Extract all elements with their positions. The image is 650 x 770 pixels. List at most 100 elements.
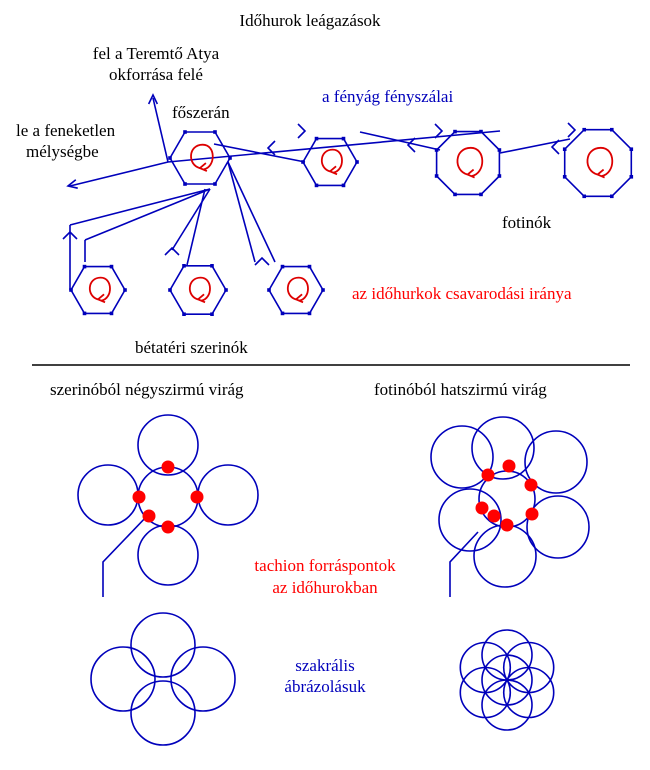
hex-serino-2-vertex bbox=[210, 312, 214, 316]
branch-down-line bbox=[69, 161, 169, 187]
label-sacral-line1: szakrális bbox=[295, 656, 355, 675]
six-petal-flower bbox=[430, 416, 590, 588]
hex-main-strand-vertex bbox=[213, 130, 217, 134]
hex-serino-1-vertex bbox=[123, 288, 127, 292]
petal-6-3 bbox=[526, 495, 590, 559]
hex-light-1-vertex bbox=[355, 160, 359, 164]
oct-photino-2-vertex bbox=[610, 194, 614, 199]
sacral-4-circle-3 bbox=[170, 646, 236, 712]
flower6-stem bbox=[449, 531, 479, 597]
sacral-6-circle-6 bbox=[502, 641, 555, 694]
chevron-return-1 bbox=[266, 140, 276, 156]
diagram-title: Időhurok leágazások bbox=[239, 11, 381, 30]
spiral-light-1-arrowhead bbox=[328, 165, 338, 176]
label-sacral-line2: ábrázolásuk bbox=[284, 677, 366, 696]
tachyon-point-6-3 bbox=[524, 478, 538, 492]
polygon-vertices bbox=[69, 127, 634, 316]
oct-photino-1-vertex bbox=[453, 129, 457, 134]
sacral-4-circle-4 bbox=[130, 680, 196, 746]
spiral-photino-1-arrowhead bbox=[465, 168, 475, 179]
oct-photino-1-vertex bbox=[497, 148, 502, 152]
tachyon-point-4-1 bbox=[161, 460, 175, 474]
oct-photino-2-vertex bbox=[582, 127, 586, 132]
tachyon-point-6-5 bbox=[500, 518, 514, 532]
spiral-serino-1-arrowhead bbox=[96, 293, 106, 304]
hex-serino-1-vertex bbox=[109, 264, 114, 269]
spiral-serino-3 bbox=[286, 276, 309, 302]
tachyon-point-4-5 bbox=[161, 520, 175, 534]
label-twist-direction: az időhurkok csavarodási iránya bbox=[352, 284, 572, 303]
branch-ring3-to-ring4 bbox=[499, 138, 571, 154]
petal-4-3 bbox=[197, 464, 259, 526]
tachyon-point-6-1 bbox=[481, 468, 495, 482]
hex-light-1-vertex bbox=[341, 183, 346, 188]
fan-line-6 bbox=[227, 161, 256, 263]
spiral-light-1 bbox=[320, 148, 343, 174]
hex-serino-2-vertex bbox=[224, 288, 228, 292]
tachyon-point-6-4 bbox=[525, 507, 539, 521]
tachyon-point-6-2 bbox=[502, 459, 516, 473]
hex-serino-3-vertex bbox=[307, 264, 312, 269]
spiral-serino-2 bbox=[188, 276, 211, 302]
chevron-return-2 bbox=[406, 137, 416, 153]
oct-photino-2-vertex bbox=[562, 175, 567, 179]
fan-line-1 bbox=[84, 188, 211, 241]
spiral-serino-2-arrowhead bbox=[196, 293, 206, 304]
hex-serino-3 bbox=[268, 265, 324, 315]
hex-main-strand-vertex bbox=[213, 182, 217, 186]
hex-main-strand-vertex bbox=[183, 130, 187, 134]
hex-light-1-vertex bbox=[301, 160, 305, 164]
fan-line-2 bbox=[69, 188, 211, 226]
oct-photino-2-vertex bbox=[610, 127, 614, 132]
spiral-main-strand-arrowhead bbox=[198, 162, 208, 172]
direction-arrows bbox=[62, 93, 577, 266]
oct-photino-1-vertex bbox=[434, 148, 439, 152]
spiral-serino-1 bbox=[88, 276, 111, 302]
oct-photino-2-vertex bbox=[582, 194, 586, 199]
sacral-4-circle-1 bbox=[130, 612, 196, 678]
hex-serino-3-vertex bbox=[307, 311, 312, 316]
chevron-fan-left bbox=[62, 230, 78, 240]
petal-6-4 bbox=[473, 524, 537, 588]
tachyon-point-6-6 bbox=[487, 509, 501, 523]
hex-serino-2-vertex bbox=[210, 264, 214, 268]
branch-to-hex2 bbox=[213, 143, 306, 163]
label-main-strand: főszerán bbox=[172, 103, 230, 122]
hex-serino-3-vertex bbox=[267, 288, 271, 292]
hex-serino-3-vertex bbox=[280, 264, 285, 269]
label-betatric-serinos: bétatéri szerinók bbox=[135, 338, 248, 357]
twist-direction-spirals bbox=[88, 143, 614, 304]
flower4-stem bbox=[102, 514, 149, 597]
fan-line-5 bbox=[227, 161, 276, 263]
hex-serino-3-vertex bbox=[280, 311, 285, 316]
sacral-4-circle-2 bbox=[90, 646, 156, 712]
hex-serino-2-vertex bbox=[182, 312, 186, 316]
spiral-photino-1 bbox=[456, 146, 484, 178]
oct-photino-1 bbox=[435, 130, 501, 196]
label-six-petal-title: fotinóból hatszirmú virág bbox=[374, 380, 547, 399]
fan-line-4 bbox=[186, 188, 206, 266]
hex-serino-2-vertex bbox=[182, 264, 186, 268]
petal-4-2 bbox=[77, 464, 139, 526]
tachyon-source-points bbox=[132, 459, 539, 534]
label-down-line2: mélységbe bbox=[26, 142, 99, 161]
hex-main-strand-vertex bbox=[168, 156, 172, 160]
hex-serino-3-vertex bbox=[321, 288, 325, 292]
label-tachyon-line1: tachion forráspontok bbox=[254, 556, 396, 575]
sacral-representations bbox=[90, 612, 555, 746]
branch-light-return bbox=[359, 131, 441, 151]
arrow-up bbox=[147, 93, 159, 105]
oct-photino-1-vertex bbox=[497, 174, 502, 178]
label-light-branch: a fényág fényszálai bbox=[322, 87, 454, 106]
hex-main-strand-vertex bbox=[183, 182, 187, 186]
tachyon-point-6-7 bbox=[475, 501, 489, 515]
branch-lines bbox=[69, 97, 571, 597]
hex-serino-1-vertex bbox=[82, 264, 87, 269]
main-strand-line bbox=[167, 130, 501, 163]
hex-light-1-vertex bbox=[341, 136, 346, 141]
chevron-photino-link bbox=[550, 139, 560, 155]
spiral-photino-2 bbox=[586, 146, 614, 178]
tachyon-point-4-3 bbox=[190, 490, 204, 504]
chevron-fan-right bbox=[254, 256, 270, 266]
hex-light-1-vertex bbox=[314, 183, 319, 188]
